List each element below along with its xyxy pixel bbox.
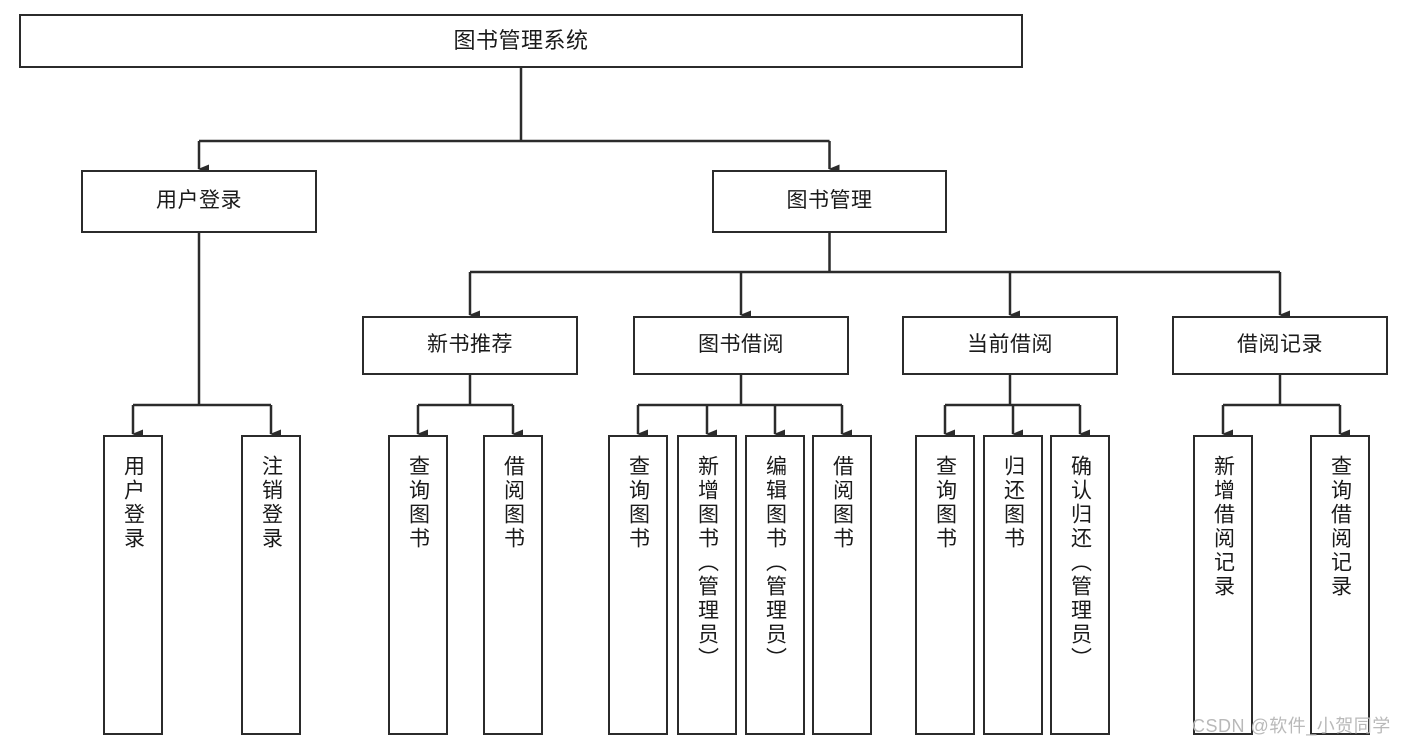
node-root[interactable]: 图书管理系统 [19,14,1023,68]
node-label-leaf-user-logout: 注销登录 [259,455,283,551]
node-label-borrow-record: 借阅记录 [1237,333,1323,357]
node-leaf-current-return[interactable]: 归还图书 [983,435,1043,735]
csdn-watermark: CSDN @软件_小贺同学 [1192,716,1391,736]
node-book-manage[interactable]: 图书管理 [712,170,947,233]
node-new-book-rec[interactable]: 新书推荐 [362,316,578,375]
node-leaf-user-logout[interactable]: 注销登录 [241,435,301,735]
node-leaf-current-query[interactable]: 查询图书 [915,435,975,735]
node-leaf-rec-borrow[interactable]: 借阅图书 [483,435,543,735]
node-leaf-borrow-lend[interactable]: 借阅图书 [812,435,872,735]
node-label-leaf-borrow-edit: 编辑图书（管理员） [763,455,787,671]
node-label-leaf-current-return: 归还图书 [1001,455,1025,551]
node-label-leaf-record-query: 查询借阅记录 [1328,455,1352,599]
node-label-current-borrow: 当前借阅 [967,333,1053,357]
node-leaf-rec-query[interactable]: 查询图书 [388,435,448,735]
node-label-leaf-rec-query: 查询图书 [406,455,430,551]
node-label-leaf-borrow-lend: 借阅图书 [830,455,854,551]
node-label-leaf-rec-borrow: 借阅图书 [501,455,525,551]
node-current-borrow[interactable]: 当前借阅 [902,316,1118,375]
node-leaf-record-add[interactable]: 新增借阅记录 [1193,435,1253,735]
node-leaf-record-query[interactable]: 查询借阅记录 [1310,435,1370,735]
node-label-leaf-user-login: 用户登录 [121,455,145,551]
node-book-borrow[interactable]: 图书借阅 [633,316,849,375]
node-leaf-user-login[interactable]: 用户登录 [103,435,163,735]
node-label-leaf-current-query: 查询图书 [933,455,957,551]
node-user-login[interactable]: 用户登录 [81,170,317,233]
node-label-leaf-borrow-add: 新增图书（管理员） [695,455,719,671]
node-leaf-borrow-edit[interactable]: 编辑图书（管理员） [745,435,805,735]
node-label-leaf-borrow-query: 查询图书 [626,455,650,551]
node-label-leaf-record-add: 新增借阅记录 [1211,455,1235,599]
node-label-root: 图书管理系统 [453,28,589,54]
node-label-leaf-current-confirm: 确认归还（管理员） [1068,455,1092,671]
node-label-user-login: 用户登录 [156,189,242,213]
node-leaf-borrow-query[interactable]: 查询图书 [608,435,668,735]
node-label-book-manage: 图书管理 [786,189,873,213]
node-label-new-book-rec: 新书推荐 [427,333,513,357]
node-leaf-current-confirm[interactable]: 确认归还（管理员） [1050,435,1110,735]
node-label-book-borrow: 图书借阅 [698,333,784,357]
node-leaf-borrow-add[interactable]: 新增图书（管理员） [677,435,737,735]
node-borrow-record[interactable]: 借阅记录 [1172,316,1388,375]
edge-group [131,68,1350,439]
